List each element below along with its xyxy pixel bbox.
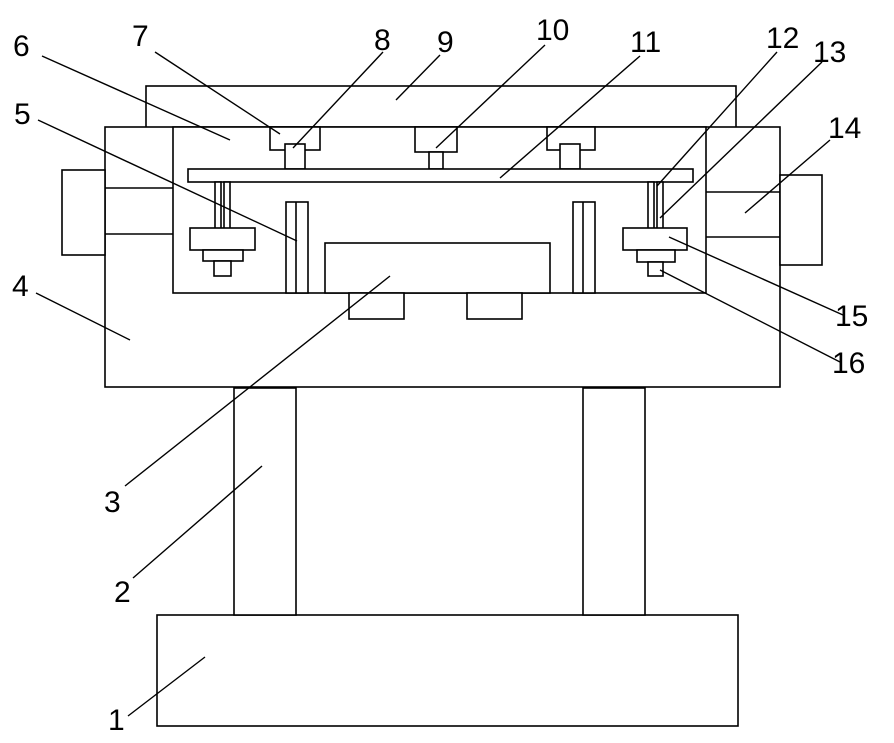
top-fixture-left-stem [284, 143, 306, 170]
top-fixture-center-stem [428, 151, 444, 170]
support-column-left [233, 387, 297, 616]
clamp-step-right [636, 249, 676, 263]
guide-rail-left [285, 201, 309, 294]
clamp-block-left [189, 227, 256, 251]
callout-14: 14 [828, 112, 861, 145]
pressing-plate [187, 168, 694, 183]
side-block-left [61, 169, 106, 256]
support-column-right [582, 387, 646, 616]
callout-13: 13 [813, 36, 846, 69]
callout-4: 4 [12, 270, 29, 303]
callout-6: 6 [13, 30, 30, 63]
callout-5: 5 [14, 98, 31, 131]
callout-10: 10 [536, 14, 569, 47]
leader-15 [668, 236, 844, 316]
callout-8: 8 [374, 24, 391, 57]
leader-3 [124, 275, 391, 487]
leader-14 [744, 139, 831, 214]
leader-8 [292, 51, 384, 149]
top-cover [145, 85, 737, 129]
clamp-block-right [622, 227, 688, 251]
clamp-tip-right [647, 261, 664, 277]
leader-7 [154, 51, 281, 135]
rod-right-2 [656, 181, 664, 231]
leader-10 [435, 44, 546, 149]
base-plate [156, 614, 739, 727]
callout-7: 7 [132, 20, 149, 53]
leader-12 [656, 51, 778, 187]
callout-16: 16 [832, 347, 865, 380]
side-block-right [779, 174, 823, 266]
leader-11 [499, 55, 641, 179]
top-fixture-right-stem [559, 143, 581, 170]
bottom-foot-right [466, 292, 523, 320]
callout-15: 15 [835, 300, 868, 333]
clamp-step-left [202, 249, 244, 262]
workpiece-block [324, 242, 551, 294]
callout-3: 3 [104, 486, 121, 519]
leader-6 [41, 55, 231, 141]
callout-9: 9 [437, 26, 454, 59]
leader-4 [35, 292, 131, 341]
leader-1 [127, 656, 206, 717]
bottom-foot-left [348, 292, 405, 320]
clamp-tip-left [213, 260, 232, 277]
rod-right-1 [647, 181, 655, 231]
callout-11: 11 [630, 26, 661, 59]
guide-rail-right [572, 201, 596, 294]
rod-left-2 [223, 181, 231, 231]
callout-2: 2 [114, 576, 131, 609]
rod-left-1 [214, 181, 222, 231]
leader-16 [659, 269, 841, 363]
leader-9 [395, 54, 441, 101]
leader-5 [37, 119, 298, 242]
leader-13 [659, 61, 823, 219]
leader-2 [132, 465, 263, 579]
callout-12: 12 [766, 22, 799, 55]
top-fixture-center [414, 126, 458, 153]
callout-1: 1 [108, 704, 125, 737]
